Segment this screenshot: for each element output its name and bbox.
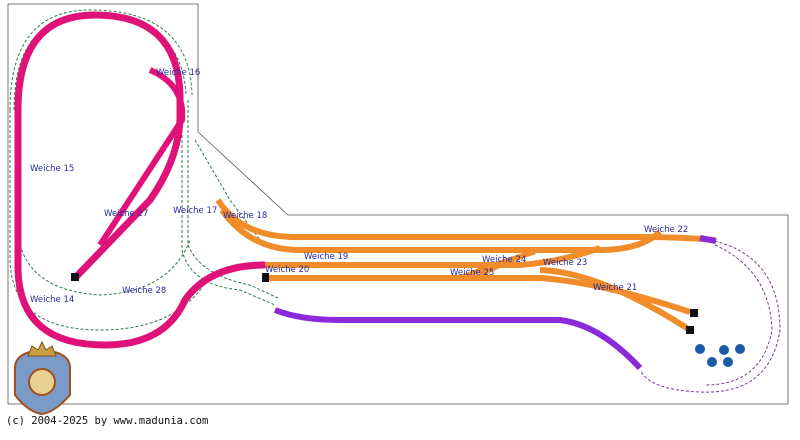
label-weiche-25: Weiche 25 xyxy=(450,268,494,278)
label-weiche-22: Weiche 22 xyxy=(644,225,688,235)
orange-station-tracks xyxy=(215,198,716,333)
label-weiche-24: Weiche 24 xyxy=(482,255,526,265)
label-weiche-18: Weiche 18 xyxy=(223,211,267,221)
pink-track-loop xyxy=(14,11,266,349)
buffer-stop-icon xyxy=(71,273,698,334)
label-weiche-17: Weiche 17 xyxy=(173,206,217,216)
baseboard-outline xyxy=(7,3,789,405)
label-weiche-20: Weiche 20 xyxy=(265,265,309,275)
copyright-text: (c) 2004-2025 by www.madunia.com xyxy=(6,415,209,427)
label-weiche-16: Weiche 16 xyxy=(156,68,200,78)
crest-logo-icon xyxy=(14,340,71,416)
label-weiche-19: Weiche 19 xyxy=(304,252,348,262)
label-weiche-14: Weiche 14 xyxy=(30,295,74,305)
label-weiche-28: Weiche 28 xyxy=(122,286,166,296)
label-weiche-15: Weiche 15 xyxy=(30,164,74,174)
purple-tracks xyxy=(273,235,717,371)
label-weiche-23: Weiche 23 xyxy=(543,258,587,268)
label-weiche-21: Weiche 21 xyxy=(593,283,637,293)
label-weiche-27: Weiche 27 xyxy=(104,209,148,219)
tree-icon xyxy=(695,344,745,367)
